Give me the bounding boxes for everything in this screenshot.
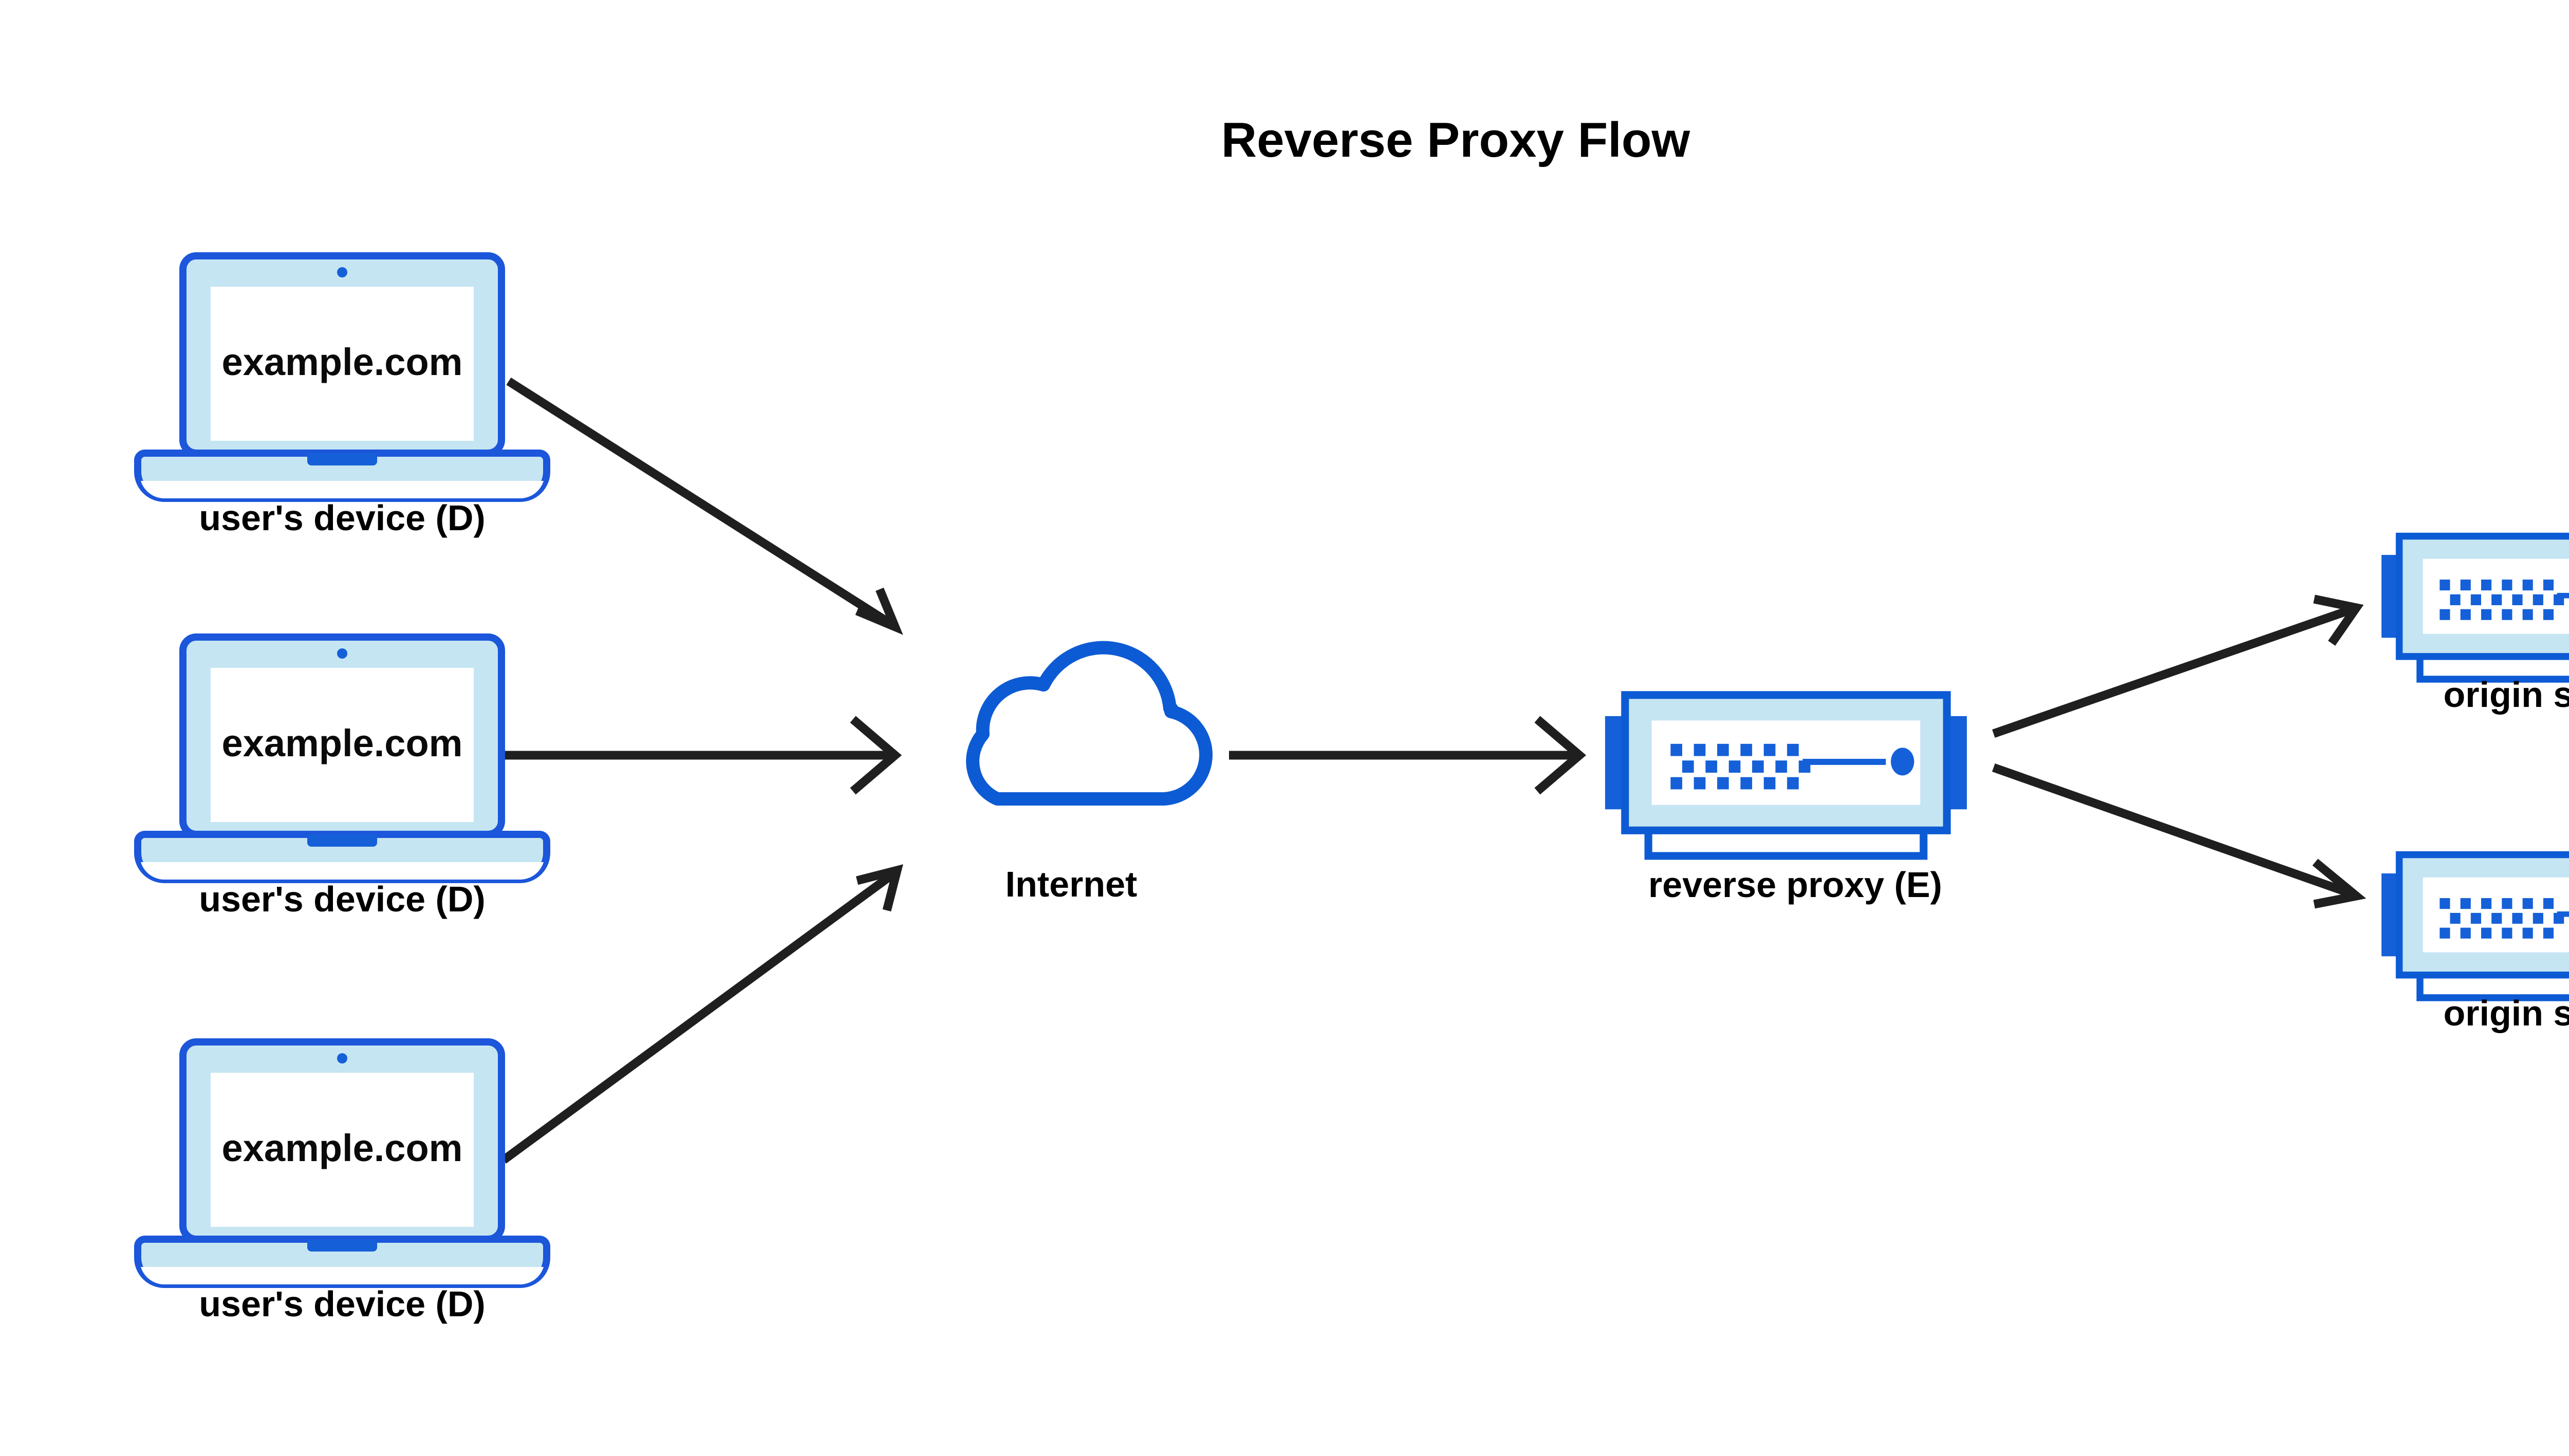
origin-2-label: origin server (F) [2444, 993, 2569, 1033]
node-origin-1[interactable]: origin server (F) [2381, 536, 2569, 715]
client-1-label: user's device (D) [199, 498, 485, 538]
node-reverse-proxy[interactable]: reverse proxy (E) [1605, 695, 1967, 905]
node-client-1[interactable]: example.com user's device (D) [138, 256, 547, 538]
edge-client1-internet [506, 377, 903, 635]
client-2-label: user's device (D) [199, 879, 485, 919]
origin-1-label: origin server (F) [2444, 675, 2569, 715]
internet-label: Internet [1006, 864, 1138, 904]
client-2-screen-text: example.com [222, 722, 463, 764]
server-icon [2381, 536, 2569, 679]
client-3-label: user's device (D) [199, 1284, 485, 1324]
edge-proxy-origin2 [1992, 763, 2367, 909]
reverse-proxy-label: reverse proxy (E) [1648, 865, 1942, 905]
connection-layer [500, 377, 2367, 1164]
edge-client2-internet [504, 716, 902, 795]
node-internet[interactable]: Internet [960, 648, 1206, 904]
edge-proxy-origin1 [1992, 594, 2364, 738]
edge-client3-internet [500, 864, 903, 1164]
server-icon [1605, 695, 1967, 856]
client-1-screen-text: example.com [222, 341, 463, 383]
cloud-icon [960, 648, 1206, 799]
node-origin-2[interactable]: origin server (F) [2381, 855, 2569, 1033]
server-icon [2381, 855, 2569, 998]
edge-internet-proxy [1229, 716, 1587, 795]
node-client-3[interactable]: example.com user's device (D) [138, 1042, 547, 1324]
node-client-2[interactable]: example.com user's device (D) [138, 637, 547, 919]
client-3-screen-text: example.com [222, 1127, 463, 1169]
page-title: Reverse Proxy Flow [1221, 113, 1690, 167]
